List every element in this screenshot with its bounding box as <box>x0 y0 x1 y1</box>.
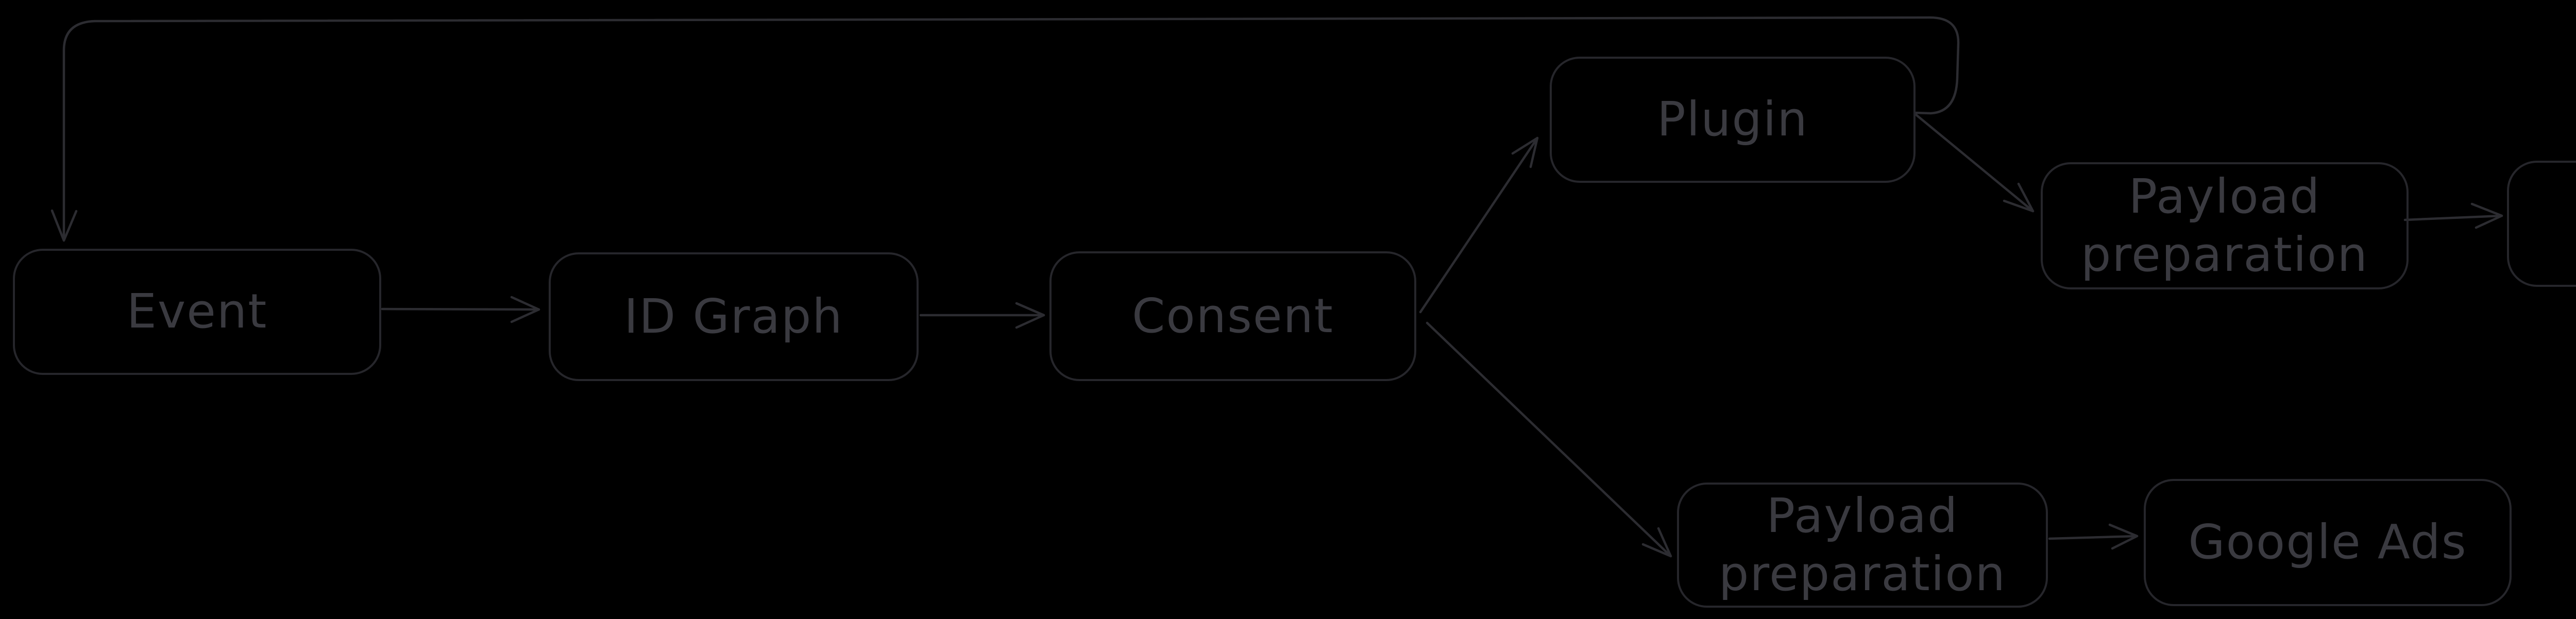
node-id-graph[interactable]: ID Graph <box>549 252 919 381</box>
node-plugin[interactable]: Plugin <box>1550 57 1916 183</box>
edge-event-to-id-graph[interactable] <box>381 296 540 323</box>
node-event-label: Event <box>126 284 268 339</box>
node-id-graph-label: ID Graph <box>624 288 843 344</box>
node-google-ads-label: Google Ads <box>2188 514 2467 570</box>
node-consent[interactable]: Consent <box>1049 251 1416 381</box>
edge-consent-to-plugin[interactable] <box>1419 136 1539 314</box>
node-event[interactable]: Event <box>13 249 381 375</box>
node-payload-preparation-top-label: Payload preparation <box>2080 169 2368 282</box>
node-google-ads[interactable]: Google Ads <box>2144 479 2512 606</box>
node-plugin-label: Plugin <box>1657 92 1808 147</box>
edge-payload-preparation-bottom-to-google-ads[interactable] <box>2048 523 2139 550</box>
node-payload-preparation-bottom[interactable]: Payload preparation <box>1677 483 2048 608</box>
edge-plugin-to-event-loop[interactable] <box>50 16 1960 242</box>
edge-payload-preparation-top-to-klaviyo[interactable] <box>2403 202 2503 229</box>
edge-consent-to-payload-preparation-bottom[interactable] <box>1426 321 1672 558</box>
node-payload-preparation-bottom-label: Payload preparation <box>1718 488 2006 601</box>
node-klaviyo[interactable]: Klaviyo <box>2507 161 2576 287</box>
node-payload-preparation-top[interactable]: Payload preparation <box>2041 162 2409 289</box>
edge-id-graph-to-consent[interactable] <box>919 302 1045 329</box>
node-consent-label: Consent <box>1132 288 1334 343</box>
edge-plugin-to-payload-preparation-top[interactable] <box>1914 113 2035 213</box>
